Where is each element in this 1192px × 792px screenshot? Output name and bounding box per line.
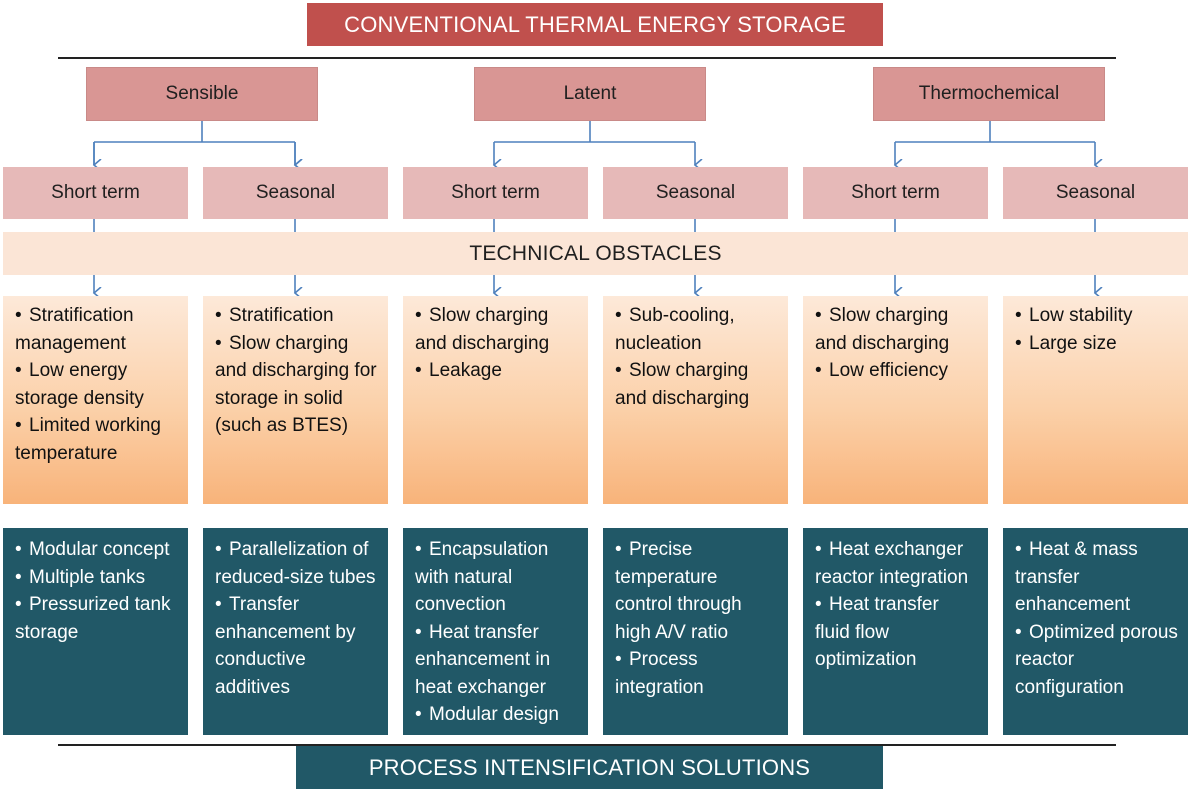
solution-item: •Process integration [615,649,704,698]
obstacles-latent-short-term: •Slow charging and discharging •Leakage [403,296,588,504]
latent-short-term: Short term [403,167,588,219]
process-intensification-title: PROCESS INTENSIFICATION SOLUTIONS [296,746,883,789]
obstacle-item: •Limited working temperature [15,415,161,464]
category-sensible: Sensible [86,67,318,121]
obstacle-item: •Low stability [1015,305,1133,326]
sensible-seasonal: Seasonal [203,167,388,219]
solution-item: •Optimized porous reactor configuration [1015,621,1178,698]
obstacle-item: •Stratification management [15,305,134,354]
obstacle-item: •Slow charging and discharging for stora… [215,332,377,437]
solutions-latent-short-term: •Encapsulation with natural convection •… [403,528,588,735]
obstacle-item: •Leakage [415,360,502,381]
obstacles-thermochemical-seasonal: •Low stability •Large size [1003,296,1188,504]
solution-item: •Multiple tanks [15,566,146,588]
thermochemical-seasonal: Seasonal [1003,167,1188,219]
thermochemical-short-term: Short term [803,167,988,219]
solution-item: •Transfer enhancement by conductive addi… [215,594,356,698]
top-divider [58,57,1116,59]
solution-item: •Modular design [415,704,559,725]
solutions-thermochemical-seasonal: •Heat & mass transfer enhancement •Optim… [1003,528,1188,735]
obstacle-item: •Sub-cooling, nucleation [615,305,735,354]
solution-item: •Heat transfer fluid flow optimization [815,594,939,670]
obstacles-sensible-short-term: •Stratification management •Low energy s… [3,296,188,504]
obstacle-item: •Low efficiency [815,360,948,381]
obstacle-item: •Slow charging and discharging [415,305,550,354]
diagram-title: CONVENTIONAL THERMAL ENERGY STORAGE [307,3,883,46]
solutions-sensible-seasonal: •Parallelization of reduced-size tubes •… [203,528,388,735]
category-latent: Latent [474,67,706,121]
solution-item: •Parallelization of reduced-size tubes [215,539,376,588]
obstacle-item: •Stratification [215,305,334,326]
solutions-thermochemical-short-term: •Heat exchanger reactor integration •Hea… [803,528,988,735]
category-thermochemical: Thermochemical [873,67,1105,121]
solution-item: •Heat & mass transfer enhancement [1015,539,1138,615]
solution-item: •Encapsulation with natural convection [415,539,549,615]
sensible-short-term: Short term [3,167,188,219]
solutions-latent-seasonal: •Precise temperature control through hig… [603,528,788,735]
solution-item: •Heat transfer enhancement in heat excha… [415,621,551,698]
obstacles-sensible-seasonal: •Stratification •Slow charging and disch… [203,296,388,504]
obstacles-latent-seasonal: •Sub-cooling, nucleation •Slow charging … [603,296,788,504]
latent-seasonal: Seasonal [603,167,788,219]
solution-item: •Precise temperature control through hig… [615,539,742,643]
technical-obstacles-bar: TECHNICAL OBSTACLES [3,232,1188,275]
obstacle-item: •Low energy storage density [15,360,144,409]
obstacle-item: •Slow charging and discharging [615,360,750,409]
solutions-sensible-short-term: •Modular concept •Multiple tanks •Pressu… [3,528,188,735]
obstacles-thermochemical-short-term: •Slow charging and discharging •Low effi… [803,296,988,504]
solution-item: •Pressurized tank storage [15,594,171,643]
obstacle-item: •Slow charging and discharging [815,305,950,354]
solution-item: •Modular concept [15,539,170,560]
obstacle-item: •Large size [1015,332,1117,354]
bottom-divider [58,744,1116,746]
solution-item: •Heat exchanger reactor integration [815,539,969,588]
